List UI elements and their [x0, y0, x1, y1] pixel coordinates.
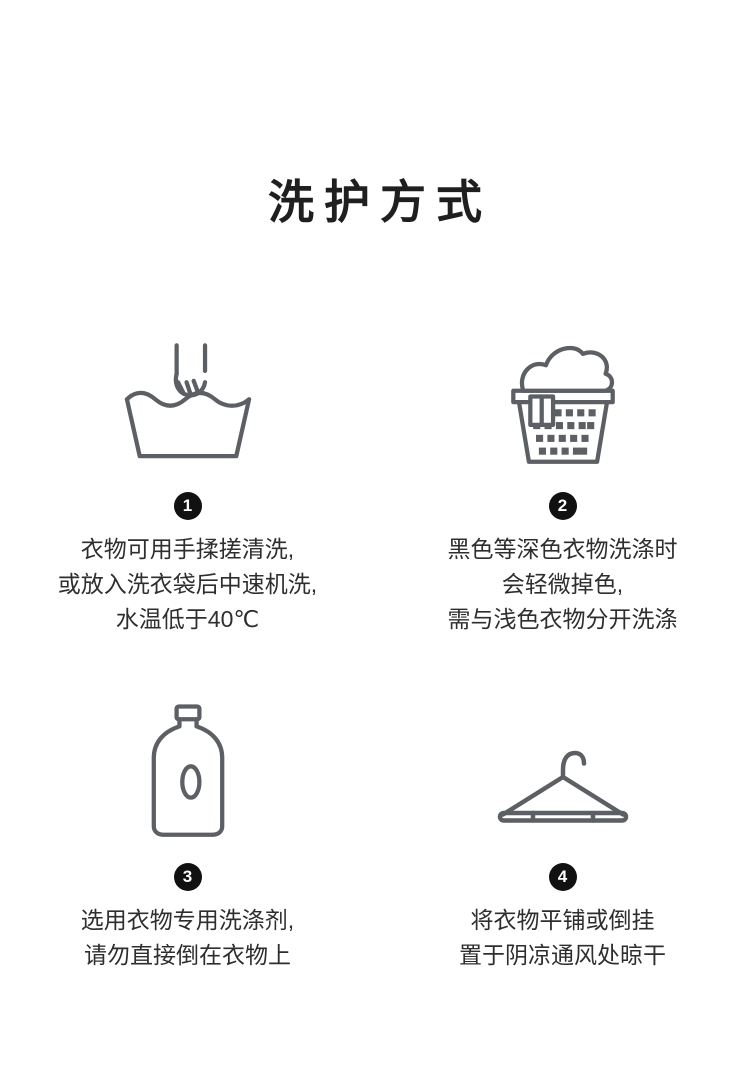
step-number-badge: 4 — [548, 863, 577, 891]
step-detergent: 3 选用衣物专用洗涤剂, 请勿直接倒在衣物上 — [0, 695, 375, 973]
step-text-line: 置于阴凉通风处晾干 — [459, 942, 666, 968]
step-number-badge: 3 — [173, 863, 202, 891]
hanger-icon-svg — [497, 750, 628, 823]
step-text: 将衣物平铺或倒挂 置于阴凉通风处晾干 — [459, 903, 666, 973]
step-hand-wash: 1 衣物可用手揉搓清洗, 或放入洗衣袋后中速机洗, 水温低于40℃ — [0, 324, 375, 637]
step-text-line: 请勿直接倒在衣物上 — [83, 942, 291, 968]
step-dark-colors: 2 黑色等深色衣物洗涤时 会轻微掉色, 需与浅色衣物分开洗涤 — [375, 324, 750, 637]
page-title: 洗护方式 — [268, 176, 492, 228]
step-text-line: 需与浅色衣物分开洗涤 — [447, 606, 678, 632]
laundry-basket-icon-svg — [510, 345, 615, 464]
steps-grid: 1 衣物可用手揉搓清洗, 或放入洗衣袋后中速机洗, 水温低于40℃ — [0, 324, 750, 973]
step-text: 衣物可用手揉搓清洗, 或放入洗衣袋后中速机洗, 水温低于40℃ — [58, 532, 317, 637]
step-text: 黑色等深色衣物洗涤时 会轻微掉色, 需与浅色衣物分开洗涤 — [448, 532, 678, 637]
detergent-bottle-icon-svg — [151, 704, 224, 837]
step-text-line: 衣物可用手揉搓清洗, — [80, 536, 295, 562]
step-text-line: 会轻微掉色, — [501, 571, 624, 597]
hand-wash-icon-svg — [124, 343, 251, 459]
hand-wash-icon — [117, 324, 259, 476]
step-number-badge: 1 — [173, 492, 202, 520]
detergent-bottle-icon — [131, 695, 245, 847]
step-text-line: 水温低于40℃ — [115, 606, 260, 632]
step-text: 选用衣物专用洗涤剂, 请勿直接倒在衣物上 — [81, 903, 294, 973]
step-text-line: 选用衣物专用洗涤剂, — [80, 907, 295, 933]
step-text-line: 将衣物平铺或倒挂 — [470, 907, 655, 933]
step-dry: 4 将衣物平铺或倒挂 置于阴凉通风处晾干 — [375, 695, 750, 973]
step-number-badge: 2 — [548, 492, 577, 520]
step-text-line: 或放入洗衣袋后中速机洗, — [57, 571, 318, 597]
step-text-line: 黑色等深色衣物洗涤时 — [447, 536, 678, 562]
laundry-basket-icon — [492, 324, 634, 476]
hanger-icon — [488, 695, 638, 847]
